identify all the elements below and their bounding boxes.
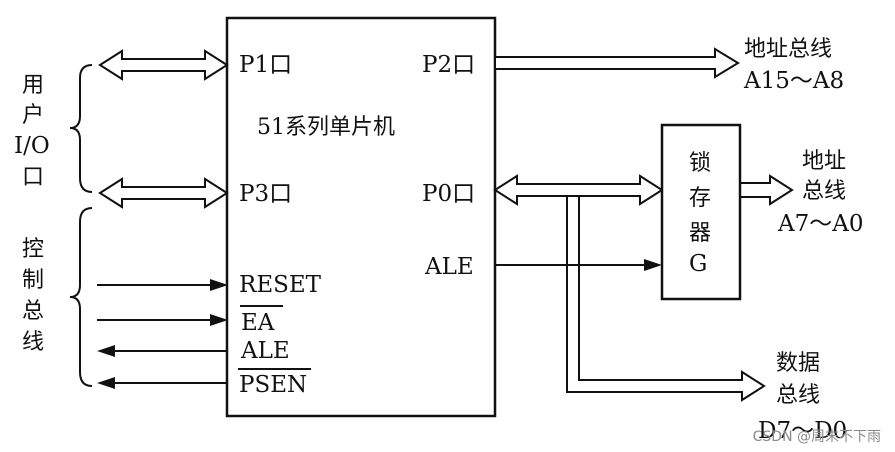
control-bus-label-2: 制 [22,268,44,293]
high-address-bus-title: 地址总线 [744,37,832,62]
control-bus-label-1: 控 [22,237,44,262]
latch-label-1: 锁 [689,151,711,176]
psen-output-arrowhead [97,377,115,389]
user-io-brace [69,64,93,193]
ale-pin-label: ALE [240,338,290,364]
ale-output-arrowhead [97,345,115,357]
control-bus-brace [69,207,93,387]
low-address-bus-line-2: 总线 [802,179,846,204]
control-bus-label-3: 总 [22,299,44,324]
ale-output-label: ALE [424,254,474,280]
low-address-bus-line-1: 地址 [802,149,846,174]
user-io-label-2: 户 [22,103,44,128]
user-io-label-4: 口 [22,165,44,190]
data-bus-range: D7～D0 [758,418,847,444]
latch-label-4: G [689,251,707,277]
data-bus-line-1: 数据 [776,351,820,376]
data-bus-line-2: 总线 [776,383,820,408]
high-address-bus-range: A15～A8 [743,68,844,94]
ale-to-latch-arrowhead [644,259,662,271]
p3-port-label: P3口 [239,181,292,207]
latch-label-2: 存 [689,186,711,211]
reset-input-arrowhead [210,279,228,291]
watermark: CSDN @周末不下雨 [752,429,881,445]
low-address-bus-range: A7～A0 [777,211,864,237]
p1-port-label: P1口 [239,52,292,78]
p2-address-arrow [494,47,740,79]
control-bus-label-4: 线 [22,330,44,355]
chip-title: 51系列单片机 [257,115,395,140]
latch-label-3: 器 [689,221,711,246]
p3-bidirectional-arrow [98,177,229,209]
p0-port-label: P0口 [422,181,475,207]
reset-pin-label: RESET [239,272,322,298]
user-io-label-3: I/O [14,133,50,159]
latch-box [660,123,742,301]
ea-input-arrowhead [210,314,228,326]
p1-bidirectional-arrow [98,49,229,81]
ea-pin-label: EA [241,310,275,336]
data-bus-arrow [566,195,766,402]
psen-pin-label: PSEN [239,372,307,398]
user-io-label-1: 用 [22,73,44,98]
mcu-chip-box [225,16,497,418]
p2-port-label: P2口 [422,52,475,78]
latch-output-arrow [739,174,794,206]
